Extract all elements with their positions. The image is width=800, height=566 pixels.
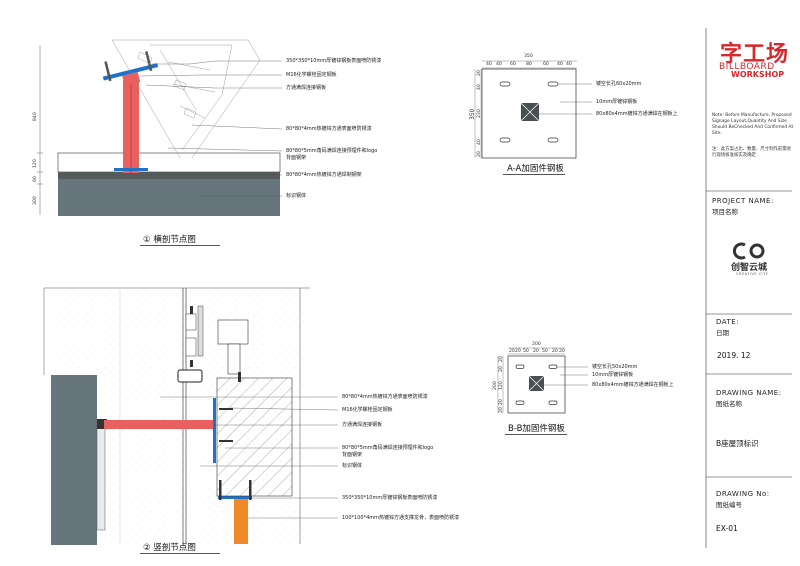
plateA-drawing [474, 60, 592, 159]
caption-underline [503, 174, 565, 175]
plateB-left-total: 200 [493, 381, 498, 390]
dim-300: 300 [33, 196, 38, 205]
drawing-number-value: EX-01 [716, 524, 738, 533]
caption-underline [140, 553, 220, 554]
drawing-number-heading: DRAWING No: [716, 490, 770, 498]
section1-caption: ① 横剖节点图 [143, 235, 196, 245]
plateB-caption: B-B加固件钢板 [508, 424, 565, 434]
s2-label-1: 80*80*4mm热镀锌方通表面喷防锈漆 [342, 394, 428, 400]
brand-logo-billboard: BILLBOARD [719, 62, 775, 72]
plateA-top-3: 80 [526, 62, 532, 67]
plateA-top-0: 40 [486, 62, 492, 67]
plateB-top-total: 200 [532, 342, 541, 347]
s2-label-7: 350*350*10mm厚镀锌钢板表面喷防锈漆 [342, 495, 438, 501]
s2-label-2: M16化学螺栓固定钢板 [342, 407, 393, 413]
plateB-top-4: 50 [542, 349, 548, 354]
plateA-top-total: 350 [524, 54, 533, 59]
plateB-label-3: 80x80x4mm镀锌方通满焊在钢板上 [592, 382, 674, 388]
plateA-left-2: 230 [477, 109, 482, 118]
plateA-left-3: 40 [477, 139, 482, 145]
brand-logo-main: 字工场 [720, 42, 790, 67]
s2-label-3: 方通满焊连接钢板 [342, 422, 383, 428]
plateA-left-4: 20 [477, 151, 482, 157]
plateB-top-2: 50 [523, 349, 529, 354]
anchor-plate [114, 168, 148, 171]
horizontal-steel-beam [104, 420, 216, 429]
s2-label-4: 80*80*5mm角码满焊连接预埋件和logo [342, 445, 434, 451]
plateB-label-2: 10mm厚镀锌钢板 [592, 372, 634, 378]
plateB-label-1: 镂空长孔50x20mm [592, 364, 638, 370]
plateA-top-1: 40 [496, 62, 502, 67]
section2-drawing [43, 287, 339, 545]
plateB-top-3: 20 [533, 349, 539, 354]
plateA-top-4: 60 [543, 62, 549, 67]
s1-label-1: 350*350*10mm厚镀锌钢板表面喷防锈漆 [286, 58, 382, 64]
plateB-left-0: 20 [499, 356, 504, 362]
note-english: Note: Before Manufacture, Proposed Signa… [712, 113, 794, 136]
plateB-top-0: 20 [509, 349, 515, 354]
plateA-left-0: 20 [477, 70, 482, 76]
plateB-left-1: 20 [499, 366, 504, 372]
plateA-label-3: 80x80x4mm镀锌方通满焊在钢板上 [596, 111, 678, 117]
s2-label-5: 背面钢架 [342, 452, 363, 458]
brand-logo-workshop: WORKSHOP [731, 70, 785, 79]
section2-caption: ② 竖剖节点图 [143, 543, 196, 553]
sign-body-base [58, 179, 280, 216]
drawing-name-subheading: 图纸名称 [716, 400, 742, 408]
dim-60: 60 [33, 176, 38, 182]
client-name: 创智云城 [731, 263, 768, 273]
plateA-top-5: 40 [557, 62, 563, 67]
plateB-top-1: 20 [515, 349, 521, 354]
project-name-heading: PROJECT NAME: [712, 197, 774, 205]
dim-120: 120 [33, 159, 38, 168]
note-chinese: 注：此方案占比、数量、尺寸制作前需进行现场核准核实及确定 [712, 147, 792, 158]
sign-body-column [51, 375, 97, 545]
s1-label-2: M16化学螺栓固定钢板 [286, 72, 337, 78]
caption-underline [140, 245, 220, 246]
support-tube [234, 499, 248, 544]
plateA-top-2: 60 [510, 62, 516, 67]
roof-slab-top [57, 152, 281, 173]
s1-label-6: 背面钢架 [286, 155, 307, 161]
s2-label-8: 100*100*4mm热镀锌方通支撑龙骨，表面喷防锈漆 [342, 515, 460, 521]
date-value: 2019. 12 [717, 351, 751, 360]
dim-840: 840 [33, 112, 38, 121]
s1-label-7: 80*80*4mm热镀锌方通焊制钢架 [286, 172, 362, 178]
drawing-name-heading: DRAWING NAME: [716, 389, 782, 397]
plateB-left-3: 20 [499, 399, 504, 405]
plateA-top-6: 40 [566, 62, 572, 67]
date-subheading: 日期 [716, 329, 729, 337]
project-name-subheading: 项目名称 [712, 208, 738, 216]
plateB-top-6: 20 [559, 349, 565, 354]
steel-frame-layer [58, 172, 280, 179]
date-heading: DATE: [716, 318, 740, 326]
section1-drawing [37, 39, 283, 216]
plateA-label-2: 10mm厚镀锌钢板 [596, 99, 638, 105]
plateA-left-1: 40 [477, 84, 482, 90]
plateA-caption: A-A加固件钢板 [507, 164, 564, 174]
s1-label-3: 方通满焊连接钢板 [286, 85, 327, 91]
s1-label-8: 标识钢体 [286, 193, 307, 199]
plateB-drawing [497, 347, 588, 414]
plateB-left-2: 120 [499, 381, 504, 390]
base-plate [218, 496, 252, 499]
embed-plate [213, 398, 216, 463]
plateB-top-5: 20 [552, 349, 558, 354]
title-block-frame [705, 28, 792, 548]
s1-label-5: 80*80*5mm角码满焊连接预埋件和logo [286, 148, 378, 154]
caption-underline [505, 434, 567, 435]
plateA-label-1: 镂空长孔60x20mm [596, 81, 642, 87]
s1-label-4: 80*80*4mm热镀锌方通表面喷防锈漆 [286, 126, 372, 132]
drawing-name-value: B座屋顶标识 [716, 439, 759, 448]
concrete-block [216, 377, 293, 497]
plateB-left-4: 20 [499, 407, 504, 413]
client-logo-icon [732, 242, 765, 260]
client-name-english: CREATIVE CITY [736, 272, 769, 276]
s2-label-6: 标识钢体 [342, 463, 363, 469]
plateA-left-total: 350 [469, 108, 476, 120]
drawing-number-subheading: 图纸编号 [716, 501, 742, 509]
